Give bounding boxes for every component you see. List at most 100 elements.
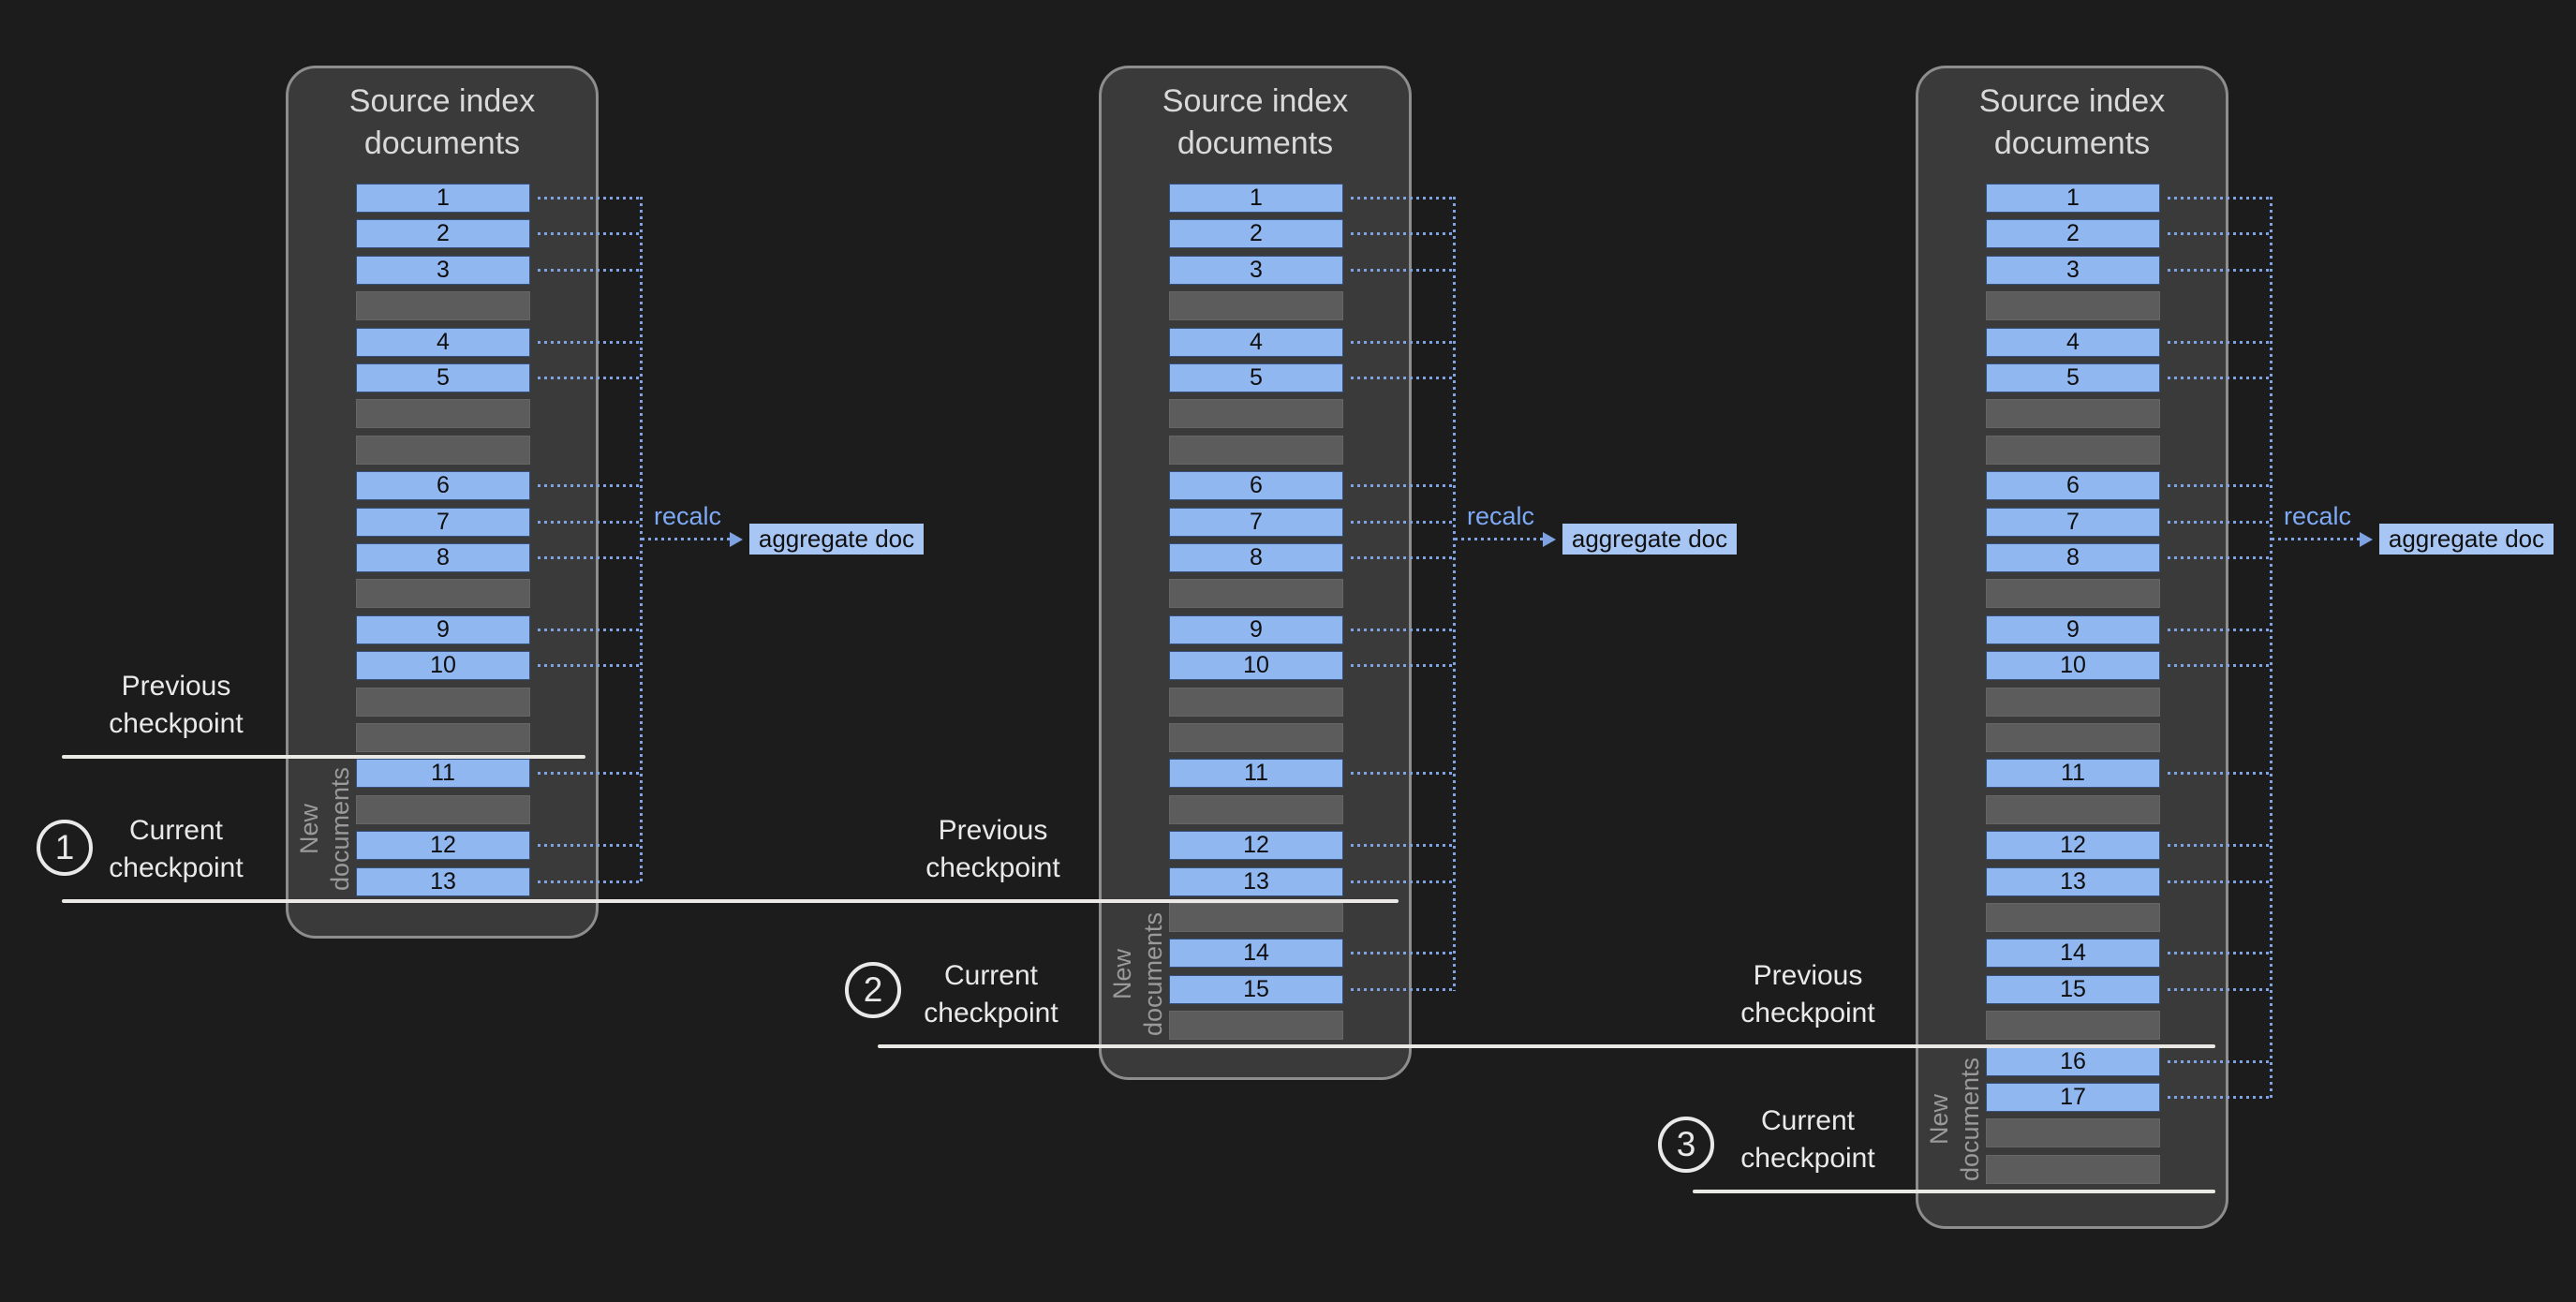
doc-bar: 17 — [1986, 1083, 2160, 1112]
doc-connector — [1351, 628, 1453, 631]
doc-bar: 13 — [356, 866, 530, 896]
doc-bar: 9 — [1986, 614, 2160, 644]
doc-bar: 9 — [356, 614, 530, 644]
previous-checkpoint-label: Previous checkpoint — [1740, 960, 1875, 1028]
doc-connector — [538, 772, 640, 776]
empty-slot — [1986, 435, 2160, 465]
doc-bar: 10 — [1169, 651, 1343, 681]
doc-bar: 14 — [1169, 939, 1343, 969]
doc-bar: 11 — [1986, 759, 2160, 789]
doc-bar: 11 — [356, 759, 530, 789]
empty-slot — [1169, 435, 1343, 465]
empty-slot — [1169, 399, 1343, 429]
step-number-badge: 2 — [845, 962, 901, 1018]
doc-bar: 13 — [1986, 866, 2160, 896]
doc-connector — [1351, 987, 1453, 991]
empty-slot — [1986, 1011, 2160, 1041]
empty-slot — [1986, 399, 2160, 429]
doc-bar: 5 — [1986, 363, 2160, 392]
doc-bar: 4 — [1169, 327, 1343, 357]
previous-checkpoint-label: Previous checkpoint — [925, 815, 1060, 883]
doc-connector — [2168, 987, 2270, 991]
empty-slot — [1169, 723, 1343, 752]
doc-bar: 12 — [1169, 831, 1343, 861]
step-number-badge: 1 — [37, 820, 93, 876]
doc-connector — [1351, 556, 1453, 559]
doc-bar: 11 — [1169, 759, 1343, 789]
doc-connector — [2168, 268, 2270, 272]
checkpoint-line-2 — [62, 899, 1399, 903]
new-documents-label: New documents — [1925, 1057, 1984, 1181]
bracket-line — [2270, 197, 2273, 1099]
doc-bar: 8 — [1986, 543, 2160, 572]
doc-connector — [2168, 664, 2270, 668]
doc-connector — [2168, 197, 2270, 200]
doc-connector — [538, 880, 640, 883]
doc-bar: 10 — [356, 651, 530, 681]
panel-title: Source index documents — [1978, 83, 2166, 161]
aggregate-doc-box: aggregate doc — [749, 524, 924, 555]
empty-slot — [356, 579, 530, 609]
new-documents-label: New documents — [295, 766, 354, 892]
current-checkpoint-label: Current checkpoint — [109, 815, 244, 883]
recalc-arrowhead-icon — [2360, 532, 2373, 547]
empty-slot — [356, 794, 530, 824]
empty-slot — [1169, 1011, 1343, 1041]
doc-bar: 15 — [1986, 974, 2160, 1004]
doc-connector — [538, 520, 640, 524]
empty-slot — [1986, 794, 2160, 824]
doc-bar: 7 — [1169, 507, 1343, 537]
empty-slot — [1986, 723, 2160, 752]
doc-bar: 16 — [1986, 1046, 2160, 1076]
doc-bar: 10 — [1986, 651, 2160, 681]
doc-bar: 3 — [356, 255, 530, 285]
step-number-badge: 3 — [1658, 1117, 1714, 1173]
panel-title: Source index documents — [348, 83, 536, 161]
doc-connector — [538, 484, 640, 488]
doc-connector — [1351, 197, 1453, 200]
bracket-line — [640, 197, 643, 883]
previous-checkpoint-label: Previous checkpoint — [109, 671, 244, 739]
doc-connector — [1351, 844, 1453, 848]
current-checkpoint-label: Current checkpoint — [924, 960, 1059, 1028]
empty-slot — [1986, 903, 2160, 932]
doc-bar: 1 — [1169, 184, 1343, 213]
doc-bar: 9 — [1169, 614, 1343, 644]
doc-bar: 6 — [1169, 471, 1343, 501]
doc-connector — [1351, 377, 1453, 379]
empty-slot — [1986, 1118, 2160, 1148]
empty-slot — [356, 435, 530, 465]
recalc-arrowhead-icon — [730, 532, 743, 547]
doc-bar: 1 — [356, 184, 530, 213]
doc-connector — [2168, 232, 2270, 236]
doc-connector — [538, 197, 640, 200]
doc-bar: 7 — [356, 507, 530, 537]
empty-slot — [1986, 1154, 2160, 1184]
doc-bar: 12 — [356, 831, 530, 861]
doc-bar: 3 — [1169, 255, 1343, 285]
recalc-arrowhead-icon — [1543, 532, 1556, 547]
doc-bar: 8 — [356, 543, 530, 572]
doc-connector — [2168, 377, 2270, 379]
doc-connector — [538, 844, 640, 848]
doc-bar: 7 — [1986, 507, 2160, 537]
doc-connector — [1351, 484, 1453, 488]
doc-connector — [538, 556, 640, 559]
empty-slot — [1169, 291, 1343, 321]
recalc-label: recalc — [654, 502, 722, 530]
empty-slot — [1169, 579, 1343, 609]
doc-bar: 5 — [356, 363, 530, 392]
recalc-label: recalc — [1467, 502, 1535, 530]
doc-connector — [2168, 556, 2270, 559]
doc-connector — [2168, 1096, 2270, 1099]
checkpoint-line-4 — [1693, 1190, 2215, 1193]
current-checkpoint-label: Current checkpoint — [1740, 1105, 1875, 1174]
empty-slot — [356, 723, 530, 752]
doc-connector — [2168, 1059, 2270, 1063]
recalc-label: recalc — [2284, 502, 2352, 530]
doc-connector — [538, 340, 640, 344]
new-documents-label: New documents — [1108, 911, 1167, 1036]
empty-slot — [1169, 903, 1343, 932]
doc-connector — [2168, 844, 2270, 848]
